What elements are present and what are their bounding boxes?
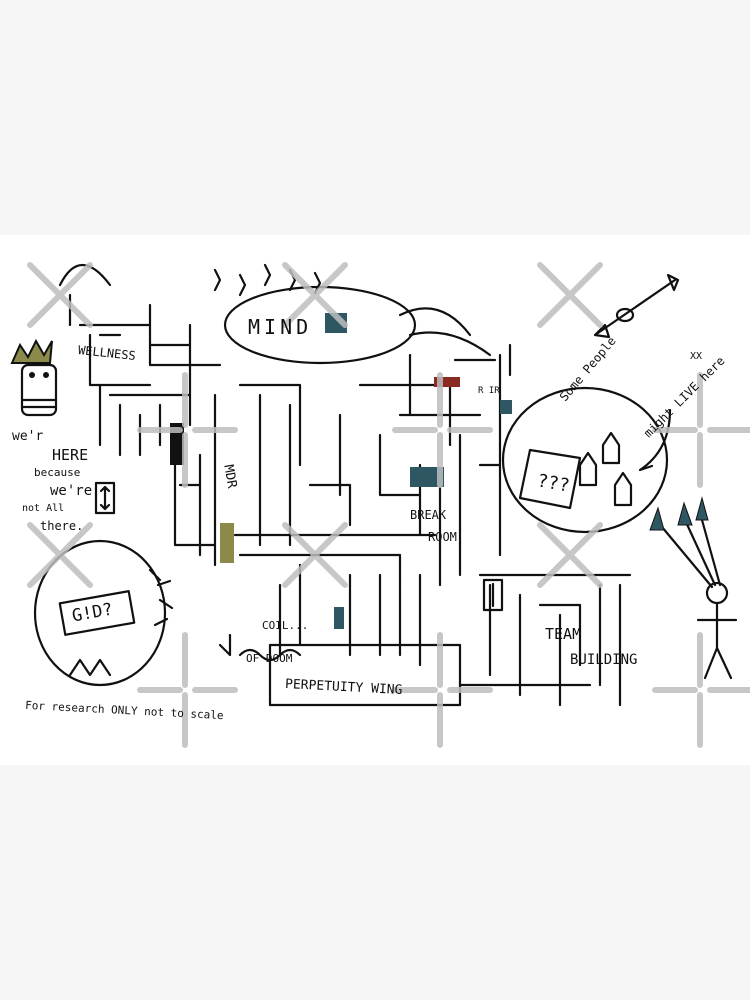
crown-icon [10,338,53,364]
red-block [434,377,460,387]
ir-label: R IR [478,386,500,396]
village-cloud [501,386,669,534]
of-doom-label: OF DOOM [246,652,293,665]
room-label: ROOM [428,530,457,544]
artwork: MIND WELLNESS MDR BREAK ROOM R IR we'r H… [0,235,750,765]
note-line: we're [50,483,93,499]
note-line: HERE [52,446,89,464]
xx-label: XX [690,351,703,362]
olive-block [220,523,234,563]
note-line: we'r [12,429,44,444]
teal-block [410,467,444,487]
teal-small-block [500,400,512,414]
mdr-label: MDR [220,463,240,490]
watermark-marks [27,262,750,748]
god-circle [33,539,167,687]
break-label: BREAK [410,508,447,522]
note-line: not All [22,503,65,514]
teal-small-block-2 [334,607,344,629]
building-label: BUILDING [570,652,638,668]
note-line: because [34,466,81,479]
mind-label: MIND [248,315,313,339]
black-block [170,423,184,465]
note-line: there. [40,519,84,533]
maze-drawing [10,262,750,748]
team-label: TEAM [545,625,582,643]
coil-label: COIL... [262,619,309,632]
